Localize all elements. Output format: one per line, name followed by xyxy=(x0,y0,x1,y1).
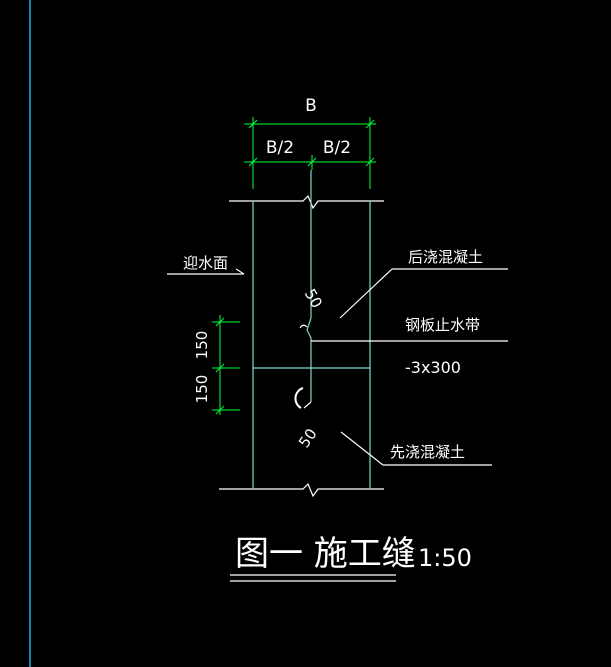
dim-left-tick-top xyxy=(215,317,225,327)
dim-tick-half-left xyxy=(248,157,258,167)
first-pour-concrete-label: 先浇混凝土 xyxy=(390,443,465,461)
leader-first-pour-slant xyxy=(340,431,384,466)
break-line-top xyxy=(229,194,384,210)
dim-label-bend-lower: 50 xyxy=(295,425,321,451)
dim-left-tick-bottom xyxy=(215,405,225,415)
water-face-arrow-head xyxy=(235,268,245,275)
dim-label-total: B xyxy=(305,96,317,116)
dim-tick-half-right xyxy=(365,157,375,167)
dim-tick-total-left xyxy=(248,119,258,129)
leader-later-pour-slant xyxy=(339,268,393,319)
top-dimensions xyxy=(244,117,376,189)
steel-waterstop-label: 钢板止水带 xyxy=(405,316,480,334)
dim-tick-half-center xyxy=(307,157,317,167)
wall-section xyxy=(219,170,384,498)
dim-label-half-right: B/2 xyxy=(323,138,351,158)
drawing-title: 图一 施工缝 xyxy=(235,534,416,574)
dim-label-bend-upper: 50 xyxy=(301,286,326,312)
dim-label-upper-offset: 150 xyxy=(193,331,211,360)
dim-tick-total-right xyxy=(365,119,375,129)
dim-label-half-left: B/2 xyxy=(266,138,294,158)
break-line-bottom xyxy=(219,482,384,498)
waterstop-plate-bend xyxy=(306,317,312,402)
later-pour-concrete-label: 后浇混凝土 xyxy=(408,248,483,266)
waterstop-lower-slant xyxy=(303,401,312,409)
drawing-scale: 1:50 xyxy=(418,544,472,572)
water-face-label: 迎水面 xyxy=(183,254,228,272)
left-dimensions xyxy=(212,315,240,415)
dim-left-tick-mid xyxy=(215,363,225,373)
leaders xyxy=(311,268,508,466)
dim-label-lower-offset: 150 xyxy=(193,375,211,404)
waterstop-hook-upper xyxy=(299,324,308,329)
waterstop-spec-label: -3x300 xyxy=(405,358,461,377)
waterstop-arc-lower xyxy=(294,387,304,409)
